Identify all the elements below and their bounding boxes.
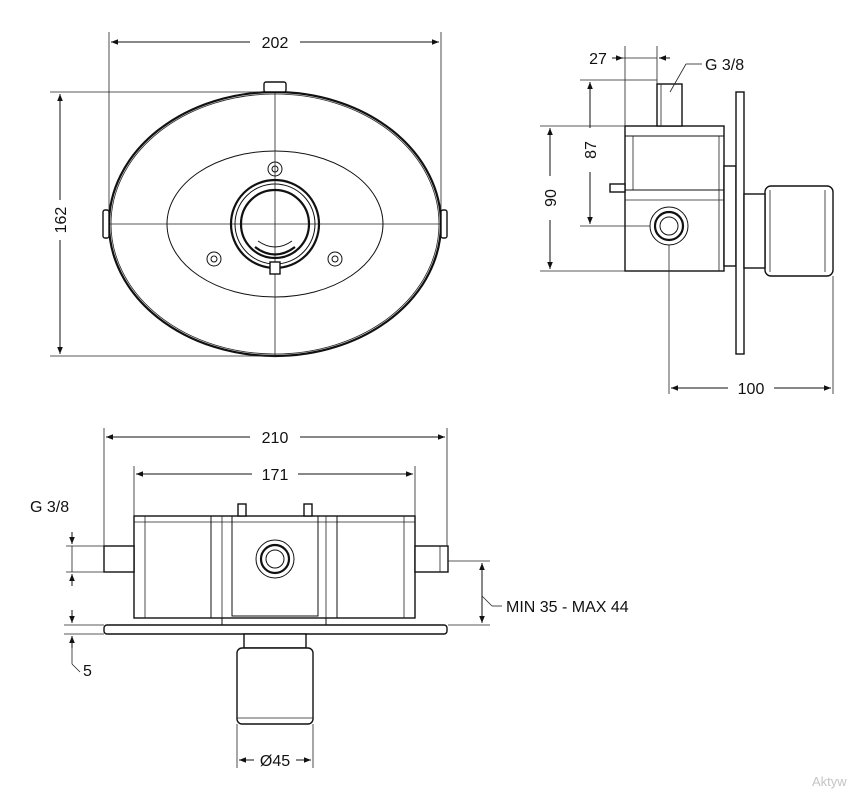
top-outlet bbox=[255, 539, 295, 579]
dim-handle-diameter: Ø45 bbox=[260, 753, 290, 770]
watermark: Aktyw bbox=[812, 774, 847, 789]
dim-front-width: 202 bbox=[262, 35, 289, 52]
label-depth-range: MIN 35 - MAX 44 bbox=[506, 599, 629, 616]
front-screw-top bbox=[267, 161, 283, 177]
dim-plate-thickness: 5 bbox=[83, 663, 92, 680]
front-left-nub bbox=[102, 209, 110, 239]
side-view: 27 G 3/8 87 90 100 bbox=[540, 46, 834, 398]
dim-side-90: 90 bbox=[543, 189, 560, 207]
dim-side-87: 87 bbox=[583, 141, 600, 159]
top-box bbox=[133, 515, 416, 619]
label-top-thread: G 3/8 bbox=[30, 499, 69, 516]
front-screw-right bbox=[327, 251, 343, 267]
top-left-pipe bbox=[103, 545, 135, 573]
front-right-nub bbox=[440, 209, 448, 239]
dim-top-inner-width: 171 bbox=[262, 467, 289, 484]
side-plate bbox=[735, 91, 745, 355]
dim-top-width: 210 bbox=[262, 430, 289, 447]
dim-side-offset: 27 bbox=[589, 51, 607, 68]
front-screw-left bbox=[206, 251, 222, 267]
dim-side-depth: 100 bbox=[738, 381, 765, 398]
label-side-thread: G 3/8 bbox=[705, 57, 744, 74]
front-top-nub bbox=[263, 81, 287, 93]
side-handle bbox=[764, 185, 834, 277]
front-view: 202 162 bbox=[50, 32, 448, 358]
top-plate bbox=[103, 624, 448, 635]
top-handle bbox=[236, 647, 314, 725]
top-view: 210 171 G 3/8 MIN 35 - MAX 44 5 bbox=[30, 428, 629, 770]
side-box bbox=[624, 125, 725, 272]
dim-front-height: 162 bbox=[53, 207, 70, 234]
top-right-pipe bbox=[414, 545, 449, 573]
